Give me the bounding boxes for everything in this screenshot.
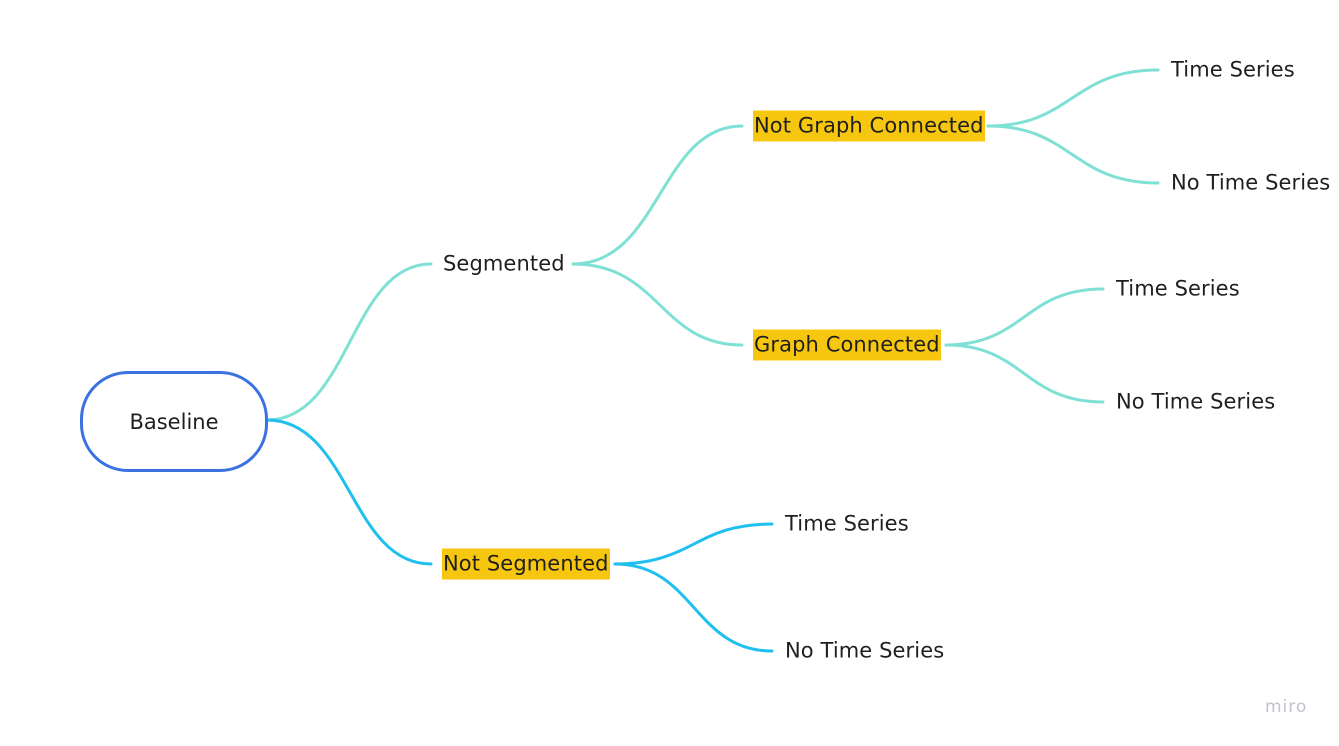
miro-watermark: miro — [1265, 697, 1308, 717]
node-graph-connected-label: Graph Connected — [754, 332, 940, 357]
node-ns-no-time-series-label: No Time Series — [785, 638, 945, 663]
node-ngc-time-series-label: Time Series — [1171, 57, 1295, 82]
node-gc-time-series[interactable]: Time Series — [1116, 274, 1240, 305]
node-segmented[interactable]: Segmented — [443, 249, 565, 280]
connector-gc-no-time-series — [944, 343, 1105, 404]
node-gc-no-time-series-label: No Time Series — [1116, 389, 1276, 414]
node-not-segmented-label: Not Segmented — [443, 551, 609, 576]
node-not-graph-connected-label: Not Graph Connected — [754, 113, 984, 138]
root-node-baseline[interactable]: Baseline — [80, 371, 268, 472]
node-not-segmented[interactable]: Not Segmented — [442, 548, 610, 580]
node-segmented-label: Segmented — [443, 251, 565, 276]
node-ns-no-time-series[interactable]: No Time Series — [785, 636, 944, 667]
node-not-graph-connected[interactable]: Not Graph Connected — [753, 110, 985, 142]
node-graph-connected[interactable]: Graph Connected — [753, 329, 941, 361]
connector-baseline-segmented — [265, 262, 433, 422]
node-ns-time-series[interactable]: Time Series — [785, 509, 909, 540]
connector-ns-no-time-series — [613, 562, 774, 653]
connector-gc-time-series — [944, 287, 1105, 347]
node-ngc-time-series[interactable]: Time Series — [1171, 55, 1295, 86]
connector-ngc-time-series — [986, 68, 1160, 128]
connector-baseline-not-segmented — [265, 418, 433, 566]
root-node-label: Baseline — [129, 409, 219, 434]
node-ngc-no-time-series-label: No Time Series — [1171, 170, 1331, 195]
connector-segmented-not-graph-connected — [571, 124, 744, 266]
connector-ngc-no-time-series — [986, 124, 1160, 185]
node-ngc-no-time-series[interactable]: No Time Series — [1171, 168, 1330, 199]
connector-ns-time-series — [613, 522, 774, 566]
node-ns-time-series-label: Time Series — [785, 511, 909, 536]
connector-segmented-graph-connected — [571, 262, 744, 347]
node-gc-no-time-series[interactable]: No Time Series — [1116, 387, 1275, 418]
node-gc-time-series-label: Time Series — [1116, 276, 1240, 301]
